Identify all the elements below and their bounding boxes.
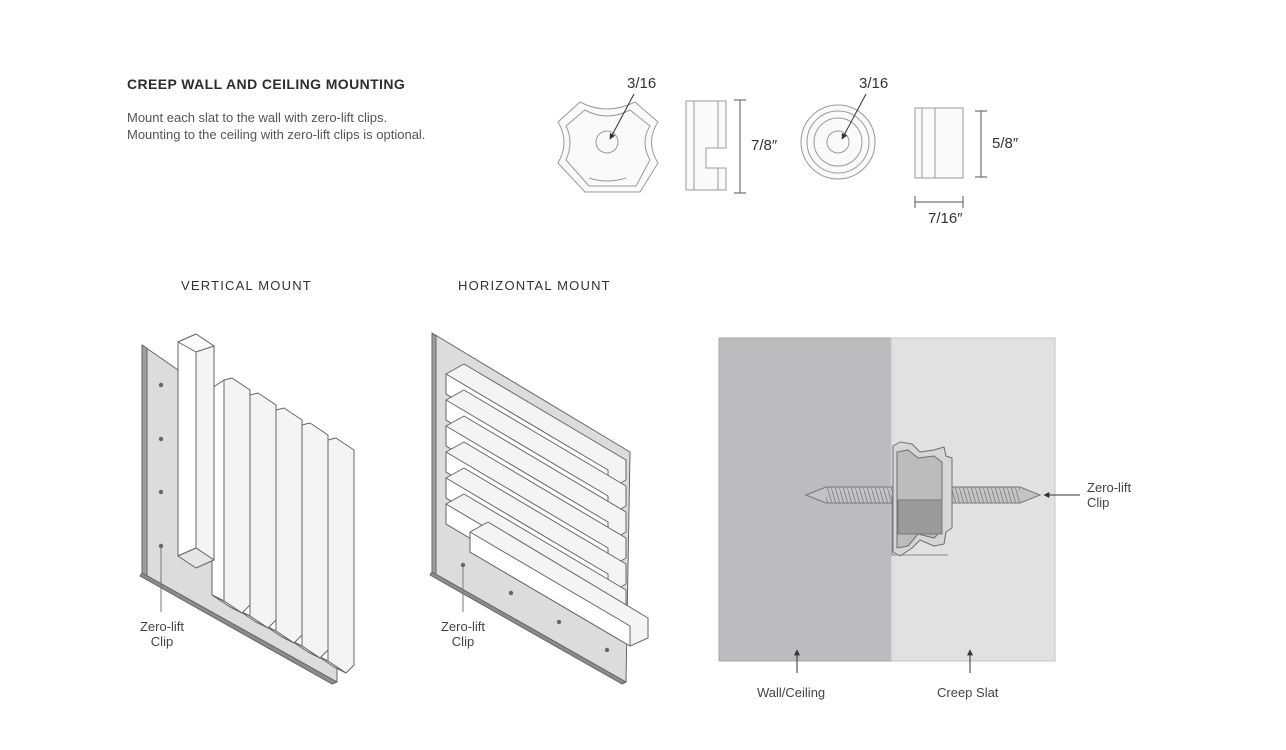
section-clip-label: Zero-lift Clip — [1087, 480, 1131, 510]
vertical-clip-label-line-2: Clip — [150, 634, 174, 649]
description: Mount each slat to the wall with zero-li… — [127, 109, 425, 143]
washer-top-view — [800, 104, 876, 180]
clip-hole-dimension-label: 3/16 — [627, 75, 657, 92]
clip-height-dimension — [734, 99, 746, 194]
washer-height-dimension — [975, 110, 987, 178]
horizontal-clip-label-line-1: Zero-lift — [440, 619, 486, 634]
zero-lift-clip — [891, 441, 953, 557]
horizontal-mount-caption: HORIZONTAL MOUNT — [458, 278, 611, 293]
washer-side-view — [914, 107, 964, 179]
horizontal-mount-drawing — [429, 332, 649, 685]
horizontal-clip-label-line-2: Clip — [451, 634, 475, 649]
clip-top-view — [557, 101, 659, 193]
section-clip-label-line-1: Zero-lift — [1087, 480, 1132, 495]
section-clip-label-line-2: Clip — [1087, 495, 1110, 510]
washer-width-dimension-label: 7/16″ — [928, 210, 963, 227]
section-view — [718, 337, 1056, 662]
vertical-mount-caption: VERTICAL MOUNT — [181, 278, 312, 293]
description-line-2: Mounting to the ceiling with zero-lift c… — [127, 127, 426, 142]
washer-height-dimension-label: 5/8″ — [992, 135, 1019, 152]
description-line-1: Mount each slat to the wall with zero-li… — [127, 110, 388, 125]
horizontal-clip-label: Zero-lift Clip — [427, 619, 499, 649]
page-title: CREEP WALL AND CEILING MOUNTING — [127, 76, 406, 92]
wall-ceiling-block — [718, 337, 892, 662]
wall-ceiling-label: Wall/Ceiling — [757, 685, 826, 700]
vertical-clip-label: Zero-lift Clip — [126, 619, 198, 649]
washer-width-dimension — [914, 196, 964, 208]
clip-side-view — [685, 100, 727, 191]
creep-slat-label: Creep Slat — [937, 685, 999, 700]
washer-hole-dimension-label: 3/16 — [859, 75, 889, 92]
clip-height-dimension-label: 7/8″ — [751, 137, 778, 154]
vertical-mount-drawing — [139, 333, 355, 685]
vertical-clip-label-line-1: Zero-lift — [139, 619, 185, 634]
